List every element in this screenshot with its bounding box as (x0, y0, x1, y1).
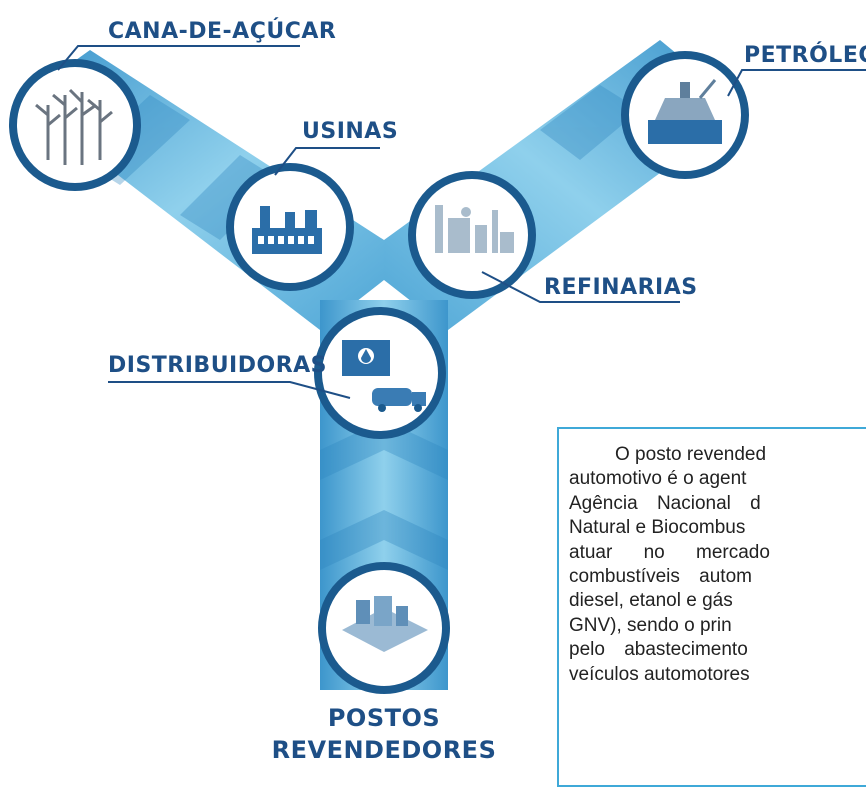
refinery-icon (435, 205, 514, 253)
label-refinarias: REFINARIAS (544, 275, 698, 300)
node-distribuidoras-circle (314, 307, 446, 439)
textbox-line: O posto revended (615, 444, 767, 465)
label-cana: CANA-DE-AÇÚCAR (108, 18, 336, 44)
node-postos-circle (318, 562, 450, 694)
textbox-line: veículos automotores (569, 663, 750, 685)
tank-truck-icon (342, 340, 426, 412)
factory-icon (252, 206, 322, 254)
textbox-line: GNV), sendo o prin (569, 614, 732, 636)
gas-station-icon (342, 596, 428, 652)
refinarias-leader (481, 271, 680, 303)
sugarcane-icon (35, 88, 113, 165)
node-refinarias-circle (408, 171, 536, 299)
textbox-line: diesel, etanol e gás (569, 590, 733, 612)
distribuidoras-leader (108, 381, 351, 399)
node-cana-circle (9, 59, 141, 191)
label-distribuidoras: DISTRIBUIDORAS (108, 353, 327, 378)
node-usinas-circle (226, 163, 354, 291)
label-usinas: USINAS (302, 119, 398, 144)
label-postos-line1: POSTOS (328, 704, 440, 732)
textbox-line: combustíveis autom (569, 566, 752, 588)
info-textbox: O posto revended automotivo é o agent Ag… (557, 427, 866, 787)
textbox-line: Natural e Biocombus (569, 517, 746, 539)
petroleo-leader (727, 69, 866, 97)
textbox-line: Agência Nacional d (569, 492, 761, 514)
textbox-line: pelo abastecimento (569, 639, 748, 661)
oil-platform-icon (648, 79, 722, 144)
supply-chain-diagram: CANA-DE-AÇÚCAR USINAS PETRÓLEO REFINARIA… (9, 18, 866, 764)
label-petroleo: PETRÓLEO (744, 42, 866, 68)
node-petroleo-circle (621, 51, 749, 179)
textbox-line: atuar no mercado (569, 541, 770, 563)
usinas-leader (274, 147, 380, 176)
label-postos-line2: REVENDEDORES (272, 736, 497, 764)
textbox-line: automotivo é o agent (569, 468, 747, 490)
cana-leader (57, 45, 300, 71)
